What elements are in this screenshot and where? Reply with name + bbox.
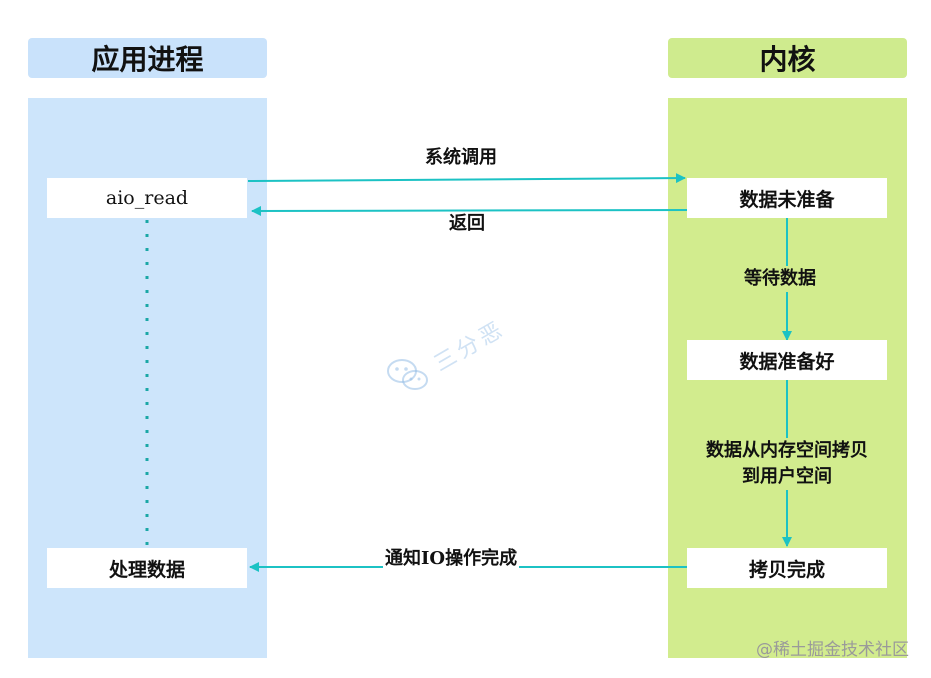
copy-done-box: 拷贝完成: [687, 548, 887, 588]
syscall-arrow: [247, 173, 686, 184]
app-lane-title: 应用进程: [91, 43, 204, 76]
data-ready-label: 数据准备好: [739, 350, 835, 373]
aio-read-box: aio_read: [47, 178, 247, 218]
process-data-label: 处理数据: [108, 558, 185, 581]
data-not-ready-box: 数据未准备: [687, 178, 887, 218]
copy-label: 数据从内存空间拷贝 到用户空间: [689, 438, 885, 490]
copy-done-label: 拷贝完成: [748, 558, 825, 581]
process-data-box: 处理数据: [47, 548, 247, 588]
app-lane-header: 应用进程: [28, 38, 267, 78]
data-not-ready-label: 数据未准备: [739, 188, 835, 211]
wechat-icon: [387, 359, 428, 390]
syscall-label: 系统调用: [425, 147, 497, 168]
return-label: 返回: [449, 213, 485, 234]
notify-label: 通知IO操作完成: [383, 546, 520, 572]
copy-label-line1: 数据从内存空间拷贝: [706, 440, 868, 461]
wait-label: 等待数据: [744, 266, 816, 292]
return-arrow: [251, 205, 694, 216]
aio-read-label: aio_read: [105, 187, 189, 209]
credit-text: @稀土掘金技术社区: [756, 640, 909, 660]
copy-label-line2: 到用户空间: [742, 466, 832, 487]
kernel-lane-header: 内核: [668, 38, 907, 78]
kernel-lane-title: 内核: [759, 43, 816, 76]
data-ready-box: 数据准备好: [687, 340, 887, 380]
